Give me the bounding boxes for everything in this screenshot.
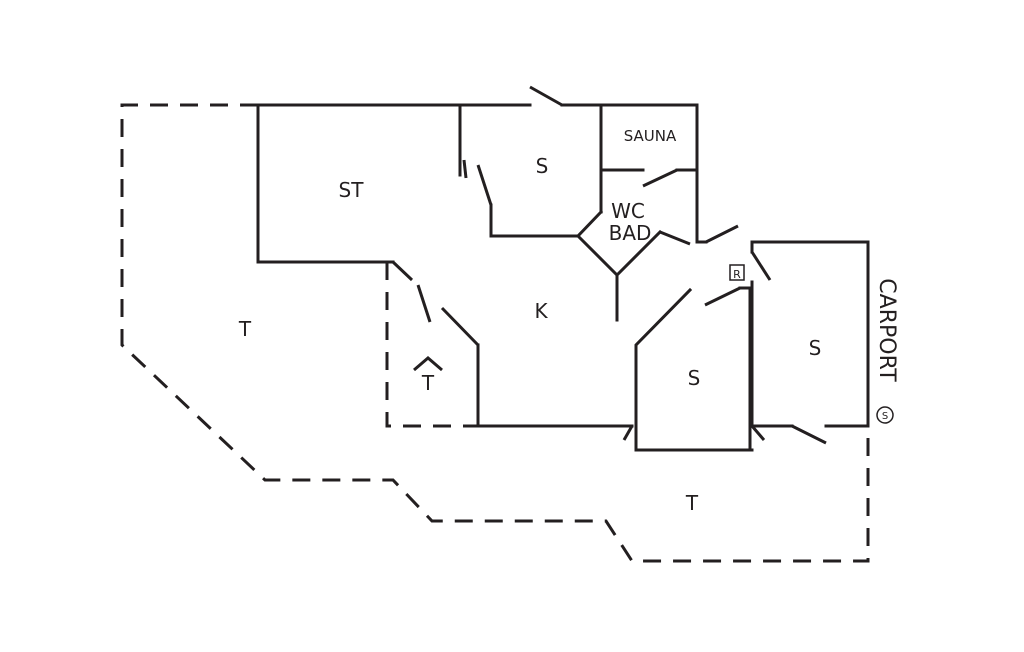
terrace-left-outline [120, 103, 870, 563]
walls [256, 103, 870, 452]
room-label-t-entry: T [421, 371, 435, 395]
room-label-k: K [534, 299, 548, 323]
room-label-sauna: SAUNA [624, 127, 677, 145]
r-box-icon: R [729, 264, 745, 281]
room-label-st: ST [339, 178, 365, 202]
r-box-label: R [733, 268, 741, 281]
room-label-t-bottom: T [685, 491, 699, 515]
room-label-carport: CARPORT [874, 278, 899, 382]
doors [391, 85, 827, 445]
room-label-s-right: S [809, 336, 822, 360]
room-label-t-left: T [238, 317, 252, 341]
s-circle-icon: S [876, 406, 894, 424]
room-label-bad: BAD [609, 221, 652, 245]
entry-outline [385, 262, 478, 428]
room-label-wc: WC [611, 199, 645, 223]
s-circle-label: S [882, 411, 888, 422]
room-label-s-mid: S [688, 366, 701, 390]
room-label-s-top: S [536, 154, 549, 178]
terrace-outlines [120, 103, 870, 563]
entry-arrow-icon [413, 356, 443, 372]
